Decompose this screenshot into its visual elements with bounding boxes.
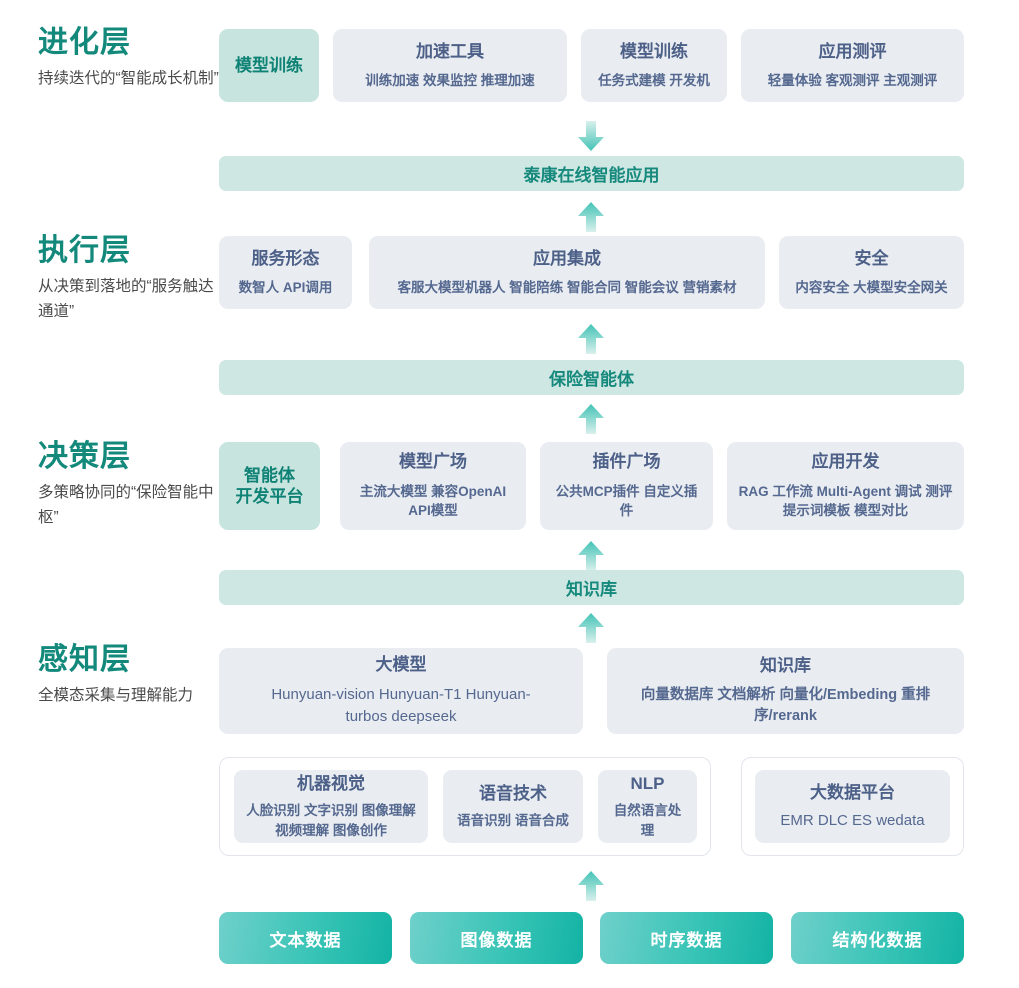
card-title: NLP	[630, 773, 665, 793]
layer-label-decision: 决策层 多策略协同的“保险智能中枢”	[38, 440, 228, 531]
card-title: 大模型	[375, 655, 427, 675]
layer-title: 进化层	[38, 26, 131, 59]
layer-desc: 全模态采集与理解能力	[38, 687, 194, 704]
bar-label: 知识库	[566, 580, 617, 599]
card-title: 应用集成	[533, 248, 601, 268]
layer-label-execution: 执行层 从决策到落地的“服务触达通道”	[38, 234, 228, 325]
card-title: 语音技术	[479, 783, 547, 803]
card-execution-0[interactable]: 服务形态 数智人 API调用	[219, 236, 352, 309]
arrow-data-up-icon	[578, 871, 604, 901]
data-source-label: 图像数据	[460, 930, 533, 950]
card-title: 机器视觉	[297, 773, 365, 793]
layer-desc: 多策略协同的“保险智能中枢”	[38, 484, 214, 526]
arrow-to-app-bar-icon	[578, 121, 604, 151]
card-evolution-1[interactable]: 加速工具 训练加速 效果监控 推理加速	[333, 29, 567, 102]
card-sub: 主流大模型 兼容OpenAI API模型	[359, 483, 507, 519]
card-decision-1[interactable]: 模型广场 主流大模型 兼容OpenAI API模型	[340, 442, 526, 530]
data-source-label: 结构化数据	[832, 930, 923, 950]
layer-title: 执行层	[38, 234, 131, 267]
layer-title: 感知层	[38, 643, 131, 676]
arrow-agent-bar-up-icon	[578, 404, 604, 434]
card-sub: 公共MCP插件 自定义插件	[555, 483, 698, 519]
card-sub: 自然语言处理	[613, 803, 682, 838]
card-perception-1[interactable]: 知识库 向量数据库 文档解析 向量化/Embeding 重排序/rerank	[607, 648, 964, 734]
card-sub: 人脸识别 文字识别 图像理解 视频理解 图像创作	[246, 803, 416, 838]
card-sub: 轻量体验 客观测评 主观测评	[767, 72, 938, 88]
card-sub: EMR DLC ES wedata	[780, 811, 925, 829]
layer-desc: 持续迭代的“智能成长机制”	[38, 70, 219, 87]
card-evolution-0[interactable]: 模型训练	[219, 29, 319, 102]
card-title: 模型广场	[399, 452, 467, 472]
card-execution-1[interactable]: 应用集成 客服大模型机器人 智能陪练 智能合同 智能会议 营销素材	[369, 236, 765, 309]
card-sub: 任务式建模 开发机	[598, 72, 710, 88]
card-decision-0[interactable]: 智能体 开发平台	[219, 442, 320, 530]
card-decision-2[interactable]: 插件广场 公共MCP插件 自定义插件	[540, 442, 713, 530]
layer-label-evolution: 进化层 持续迭代的“智能成长机制”	[38, 26, 228, 92]
data-source-pill-2[interactable]: 时序数据	[600, 912, 773, 964]
card-sub: Hunyuan-vision Hunyuan-T1 Hunyuan-turbos…	[271, 686, 531, 726]
bar-app[interactable]: 泰康在线智能应用	[219, 156, 964, 191]
data-source-label: 文本数据	[269, 930, 342, 950]
card-capability-2[interactable]: NLP 自然语言处理	[598, 770, 697, 843]
card-capability-1[interactable]: 语音技术 语音识别 语音合成	[443, 770, 583, 843]
arrow-app-bar-up-icon	[578, 202, 604, 232]
data-source-pill-3[interactable]: 结构化数据	[791, 912, 964, 964]
card-execution-2[interactable]: 安全 内容安全 大模型安全网关	[779, 236, 964, 309]
arrow-decision-up-icon	[578, 541, 604, 571]
bar-agent[interactable]: 保险智能体	[219, 360, 964, 395]
card-title: 服务形态	[251, 248, 320, 268]
data-source-label: 时序数据	[650, 930, 723, 950]
card-evolution-3[interactable]: 应用测评 轻量体验 客观测评 主观测评	[741, 29, 964, 102]
card-title: 大数据平台	[810, 782, 895, 802]
card-title: 模型训练	[235, 55, 303, 75]
card-sub: RAG 工作流 Multi-Agent 调试 测评 提示词模板 模型对比	[738, 483, 953, 519]
card-sub: 客服大模型机器人 智能陪练 智能合同 智能会议 营销素材	[397, 279, 737, 295]
card-title: 插件广场	[592, 452, 661, 472]
card-title: 智能体 开发平台	[235, 465, 304, 506]
card-sub: 向量数据库 文档解析 向量化/Embeding 重排序/rerank	[640, 687, 931, 725]
bar-label: 泰康在线智能应用	[523, 166, 660, 185]
card-sub: 内容安全 大模型安全网关	[795, 279, 948, 295]
card-title: 模型训练	[620, 41, 688, 61]
card-capability-0[interactable]: 机器视觉 人脸识别 文字识别 图像理解 视频理解 图像创作	[234, 770, 428, 843]
card-sub: 语音识别 语音合成	[457, 812, 569, 828]
card-perception-0[interactable]: 大模型 Hunyuan-vision Hunyuan-T1 Hunyuan-tu…	[219, 648, 583, 734]
card-decision-3[interactable]: 应用开发 RAG 工作流 Multi-Agent 调试 测评 提示词模板 模型对…	[727, 442, 964, 530]
card-sub: 训练加速 效果监控 推理加速	[365, 72, 535, 88]
data-source-pill-1[interactable]: 图像数据	[410, 912, 583, 964]
card-title: 加速工具	[416, 41, 484, 61]
bar-knowledge[interactable]: 知识库	[219, 570, 964, 605]
layer-label-perception: 感知层 全模态采集与理解能力	[38, 643, 228, 709]
data-source-pill-0[interactable]: 文本数据	[219, 912, 392, 964]
card-title: 应用测评	[818, 41, 887, 61]
arrow-kb-up-icon	[578, 613, 604, 643]
layer-title: 决策层	[38, 440, 131, 473]
bar-label: 保险智能体	[549, 370, 634, 389]
card-title: 安全	[854, 248, 889, 268]
card-evolution-2[interactable]: 模型训练 任务式建模 开发机	[581, 29, 727, 102]
card-capability-3[interactable]: 大数据平台 EMR DLC ES wedata	[755, 770, 950, 843]
layer-desc: 从决策到落地的“服务触达通道”	[38, 278, 214, 320]
card-sub: 数智人 API调用	[238, 279, 333, 295]
card-title: 知识库	[760, 655, 811, 675]
arrow-execution-up-icon	[578, 324, 604, 354]
card-title: 应用开发	[811, 452, 880, 472]
